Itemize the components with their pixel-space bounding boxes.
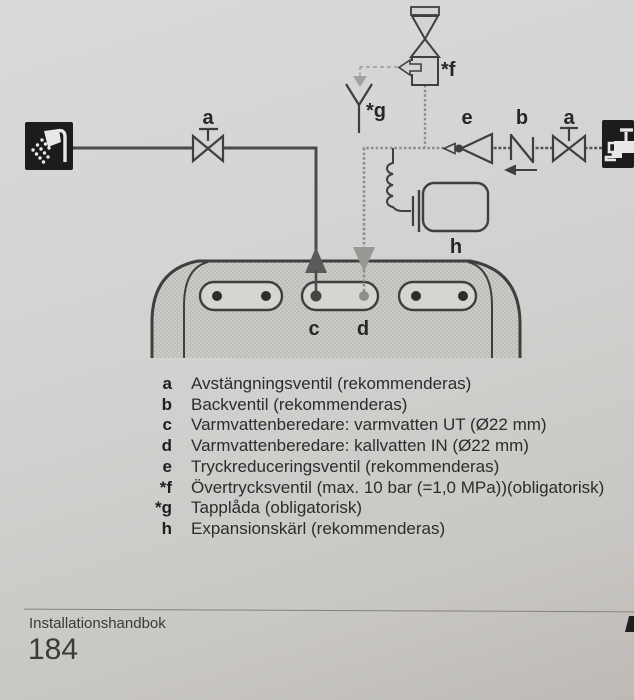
label-cold-in: d	[357, 318, 369, 340]
check-valve	[509, 134, 535, 163]
legend-item-h: h Expansionskärl (rekommenderas)	[146, 519, 604, 540]
plumbing-diagram: a c a b	[25, 6, 634, 358]
legend-text: Tryckreduceringsventil (rekommenderas)	[191, 456, 500, 476]
label-safety-valve: *f	[441, 59, 456, 81]
legend-key: d	[161, 436, 172, 456]
legend-key: *g	[155, 498, 172, 518]
tap-icon	[602, 120, 634, 168]
tank-port	[411, 291, 421, 301]
footer-divider	[24, 608, 634, 613]
label-reducer: e	[461, 107, 472, 129]
tank-port	[261, 291, 271, 301]
pipe-cold-gray	[362, 146, 444, 250]
pressure-reducing-valve	[442, 132, 494, 165]
shutoff-valve-left	[191, 127, 225, 164]
shower-icon	[25, 122, 73, 170]
hot-out-port	[310, 290, 322, 302]
legend-text: Övertrycksventil (max. 10 bar (=1,0 MPa)…	[191, 477, 605, 497]
vessel-body	[421, 181, 490, 233]
hot-out-arrow	[305, 247, 327, 273]
page-edge-mark	[625, 616, 634, 632]
legend-item-e: e Tryckreduceringsventil (rekommenderas)	[146, 457, 604, 478]
tank-port	[212, 291, 222, 301]
label-tundish: *g	[366, 100, 386, 122]
hot-water-pipe: a c	[73, 107, 327, 340]
legend-text: Tapplåda (obligatorisk)	[191, 498, 363, 518]
cold-in-arrow	[353, 247, 375, 272]
label-vessel: h	[450, 236, 462, 258]
label-valve-right: a	[563, 107, 575, 129]
legend-item-b: b Backventil (rekommenderas)	[146, 395, 604, 416]
tank-port-group-left	[198, 280, 284, 312]
legend-text: Backventil (rekommenderas)	[191, 394, 408, 414]
legend-key: h	[161, 518, 172, 538]
vessel-coil	[386, 148, 411, 212]
legend-key: e	[162, 456, 172, 476]
legend-text: Avstängningsventil (rekommenderas)	[191, 374, 472, 393]
relief-outlet-arrow	[397, 58, 422, 77]
legend-item-g: *g Tapplåda (obligatorisk)	[146, 498, 604, 519]
legend-key: a	[162, 374, 172, 393]
document-title: Installationshandbok	[29, 615, 166, 632]
legend-item-c: c Varmvattenberedare: varmvatten UT (Ø22…	[146, 415, 604, 436]
legend-key: b	[161, 394, 172, 414]
legend-item-d: d Varmvattenberedare: kallvatten IN (Ø22…	[146, 436, 604, 457]
tank-outline	[150, 259, 522, 358]
legend: a Avstängningsventil (rekommenderas) b B…	[146, 374, 604, 540]
cold-water-pipe: a b e d	[353, 107, 602, 340]
legend-text: Varmvattenberedare: kallvatten IN (Ø22 m…	[191, 436, 529, 456]
tank-port	[458, 291, 468, 301]
page-number: 184	[28, 633, 79, 666]
flow-arrow	[504, 164, 537, 176]
legend-item-a: a Avstängningsventil (rekommenderas)	[146, 374, 604, 395]
tundish: *g	[345, 83, 386, 133]
tundish-funnel	[345, 83, 373, 133]
label-check-valve: b	[516, 107, 528, 129]
tank-seam-left	[183, 261, 209, 358]
discharge-arrow	[353, 76, 367, 87]
water-heater-top	[150, 259, 522, 358]
safety-valve: *f	[353, 6, 456, 147]
legend-key: *f	[159, 477, 172, 497]
shutoff-valve-right	[551, 126, 587, 164]
tank-port-group-right	[397, 280, 478, 312]
tank-port-group-middle	[300, 280, 380, 312]
pipe-hot	[73, 146, 318, 252]
cold-in-port	[359, 291, 369, 301]
legend-text: Expansionskärl (rekommenderas)	[191, 518, 446, 538]
legend-key: c	[162, 415, 172, 435]
label-hot-out: c	[308, 318, 319, 340]
label-valve-left: a	[202, 107, 214, 129]
legend-item-f: *f Övertrycksventil (max. 10 bar (=1,0 M…	[146, 477, 605, 499]
expansion-vessel: h	[386, 148, 490, 258]
tank-seam-right	[467, 261, 493, 358]
legend-text: Varmvattenberedare: varmvatten UT (Ø22 m…	[191, 415, 547, 435]
